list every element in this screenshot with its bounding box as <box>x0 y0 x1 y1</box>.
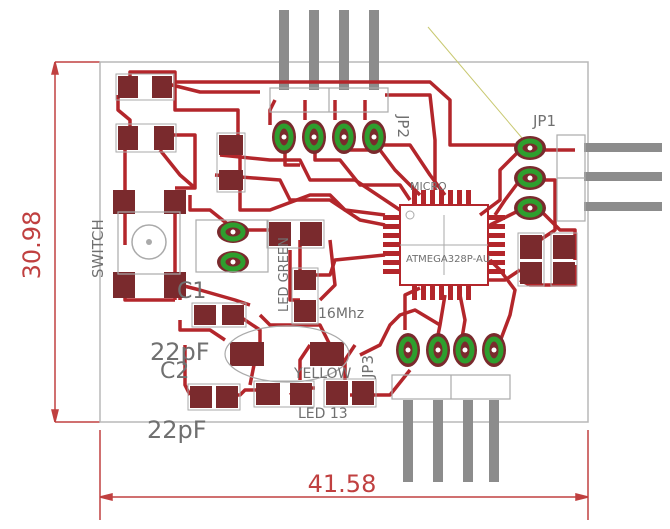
bottom-header-pins <box>403 400 499 482</box>
width-dimension-label: 41.58 <box>308 470 377 498</box>
header-outlines <box>269 87 586 400</box>
chip-pads <box>383 190 505 300</box>
silk-labels: JP1 JP2 JP3 SWITCH 22pF 22pF C1 C2 16Mhz… <box>89 112 556 444</box>
label-led-13: LED 13 <box>298 406 348 422</box>
label-c1: C1 <box>177 279 206 304</box>
right-header-pins <box>584 143 662 211</box>
label-c2: C2 <box>160 359 189 384</box>
top-header-pins <box>279 10 379 90</box>
mcu-chip <box>399 204 489 286</box>
label-jp2: JP2 <box>394 114 412 138</box>
label-jp1: JP1 <box>532 112 556 130</box>
label-led-yellow: YELLOW <box>293 366 352 382</box>
label-cap-value-top: 22pF <box>150 338 210 366</box>
label-led-green: LED GREEN <box>277 237 292 312</box>
label-jp3: JP3 <box>359 355 377 379</box>
through-hole-pads <box>217 120 546 367</box>
label-switch: SWITCH <box>89 219 107 278</box>
dimension-lines <box>51 61 589 520</box>
label-micro: MICRO <box>410 180 447 193</box>
label-cap-value-bottom: 22pF <box>147 416 207 444</box>
height-dimension-label: 30.98 <box>18 211 46 280</box>
smd-components <box>113 73 578 411</box>
label-crystal: 16Mhz <box>318 306 364 322</box>
label-chip: ATMEGA328P-AU <box>406 254 490 265</box>
annotation-leader-line <box>427 26 523 139</box>
